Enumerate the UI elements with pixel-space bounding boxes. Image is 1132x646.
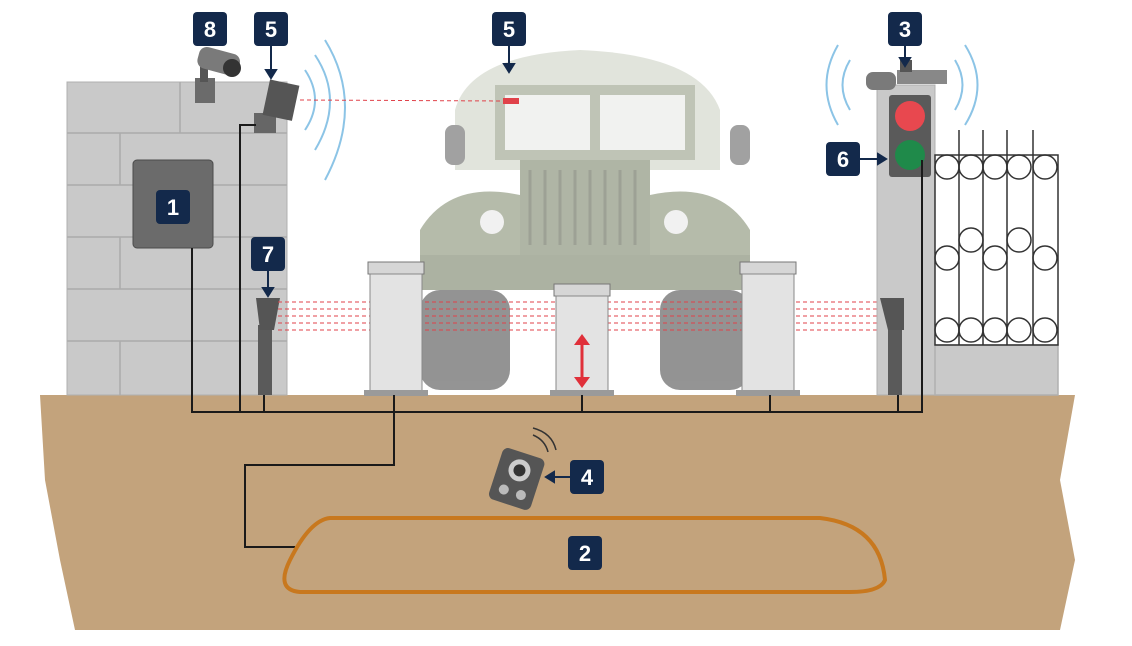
- svg-text:5: 5: [265, 17, 277, 42]
- traffic-light: [889, 95, 931, 177]
- green-light: [895, 140, 925, 170]
- up-down-arrow-icon: [574, 334, 590, 388]
- photocell-left: [256, 298, 280, 395]
- radar-sensor-icon: [254, 79, 300, 133]
- remote-control-icon: [488, 448, 545, 510]
- radar-waves-left: [304, 39, 346, 181]
- radar-waves-right: [825, 44, 979, 126]
- traffic-camera-icon: [866, 60, 947, 90]
- badge-4: 4: [570, 460, 604, 494]
- svg-text:4: 4: [581, 465, 594, 490]
- badge-3: 3: [888, 12, 922, 46]
- badge-5-left: 5: [254, 12, 288, 46]
- badge-1: 1: [156, 190, 190, 224]
- badge-6: 6: [826, 142, 860, 176]
- bollard-center: [550, 283, 614, 396]
- svg-text:7: 7: [262, 242, 274, 267]
- svg-text:8: 8: [204, 17, 216, 42]
- bollard-right: [736, 261, 800, 396]
- wiring: [191, 124, 923, 548]
- svg-text:3: 3: [899, 17, 911, 42]
- svg-text:5: 5: [503, 17, 515, 42]
- ground: [40, 395, 1075, 630]
- badge-2: 2: [568, 536, 602, 570]
- pointer-arrows: [261, 45, 912, 484]
- induction-loop: [282, 516, 888, 594]
- detection-beam-top: [299, 99, 504, 102]
- truck: [420, 50, 750, 390]
- svg-text:1: 1: [167, 195, 179, 220]
- bollard-left: [364, 261, 428, 396]
- svg-text:2: 2: [579, 541, 591, 566]
- truck-sensor-reflector: [503, 98, 519, 104]
- photocell-right: [880, 298, 904, 395]
- gate-fence: [934, 130, 1059, 396]
- badge-7: 7: [251, 237, 285, 271]
- badge-8: 8: [193, 12, 227, 46]
- camera-icon: [195, 46, 241, 103]
- svg-text:6: 6: [837, 147, 849, 172]
- remote-waves: [532, 427, 557, 453]
- red-light: [895, 101, 925, 131]
- badge-5-truck: 5: [492, 12, 526, 46]
